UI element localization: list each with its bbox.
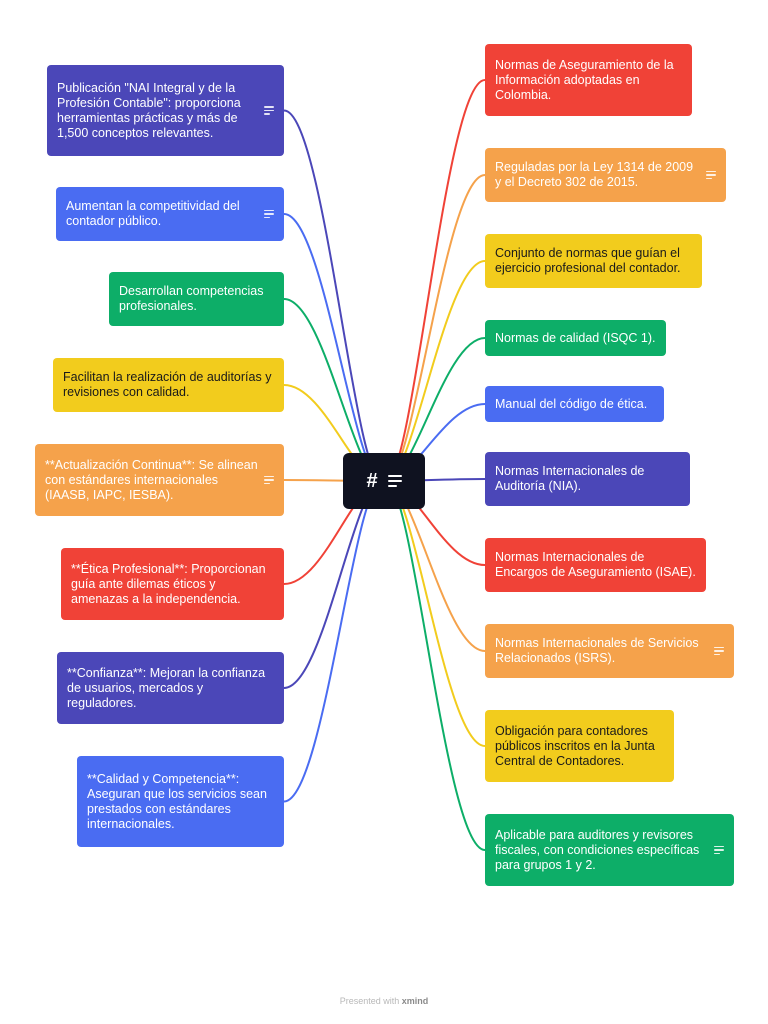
note-icon (714, 645, 724, 657)
right-connector-10 (385, 480, 486, 851)
footer: Presented with xmind (0, 996, 768, 1006)
left-topic-4[interactable]: Facilitan la realización de auditorías y… (53, 358, 284, 412)
topic-text: Obligación para contadores públicos insc… (495, 723, 655, 768)
topic-text: Conjunto de normas que guían el ejercici… (495, 246, 681, 275)
topic-text: **Ética Profesional**: Proporcionan guía… (71, 561, 266, 606)
right-connector-2 (385, 174, 486, 482)
note-icon (264, 474, 274, 486)
note-icon (264, 208, 274, 220)
left-topic-5[interactable]: **Actualización Continua**: Se alinean c… (35, 444, 284, 516)
topic-text: Normas de Aseguramiento de la Informació… (495, 57, 674, 102)
left-topic-3[interactable]: Desarrollan competencias profesionales. (109, 272, 284, 326)
note-icon (264, 104, 274, 116)
right-topic-9[interactable]: Obligación para contadores públicos insc… (485, 710, 674, 782)
topic-text: Aplicable para auditores y revisores fis… (495, 827, 700, 872)
left-topic-8[interactable]: **Calidad y Competencia**: Aseguran que … (77, 756, 284, 847)
left-topic-1[interactable]: Publicación "NAI Integral y de la Profes… (47, 65, 284, 156)
topic-text: Reguladas por la Ley 1314 de 2009 y el D… (495, 160, 694, 189)
topic-text: Desarrollan competencias profesionales. (119, 284, 264, 313)
note-icon (714, 844, 724, 856)
topic-text: Manual del código de ética. (495, 396, 648, 411)
right-connector-9 (385, 480, 486, 747)
topic-text: Normas Internacionales de Encargos de As… (495, 550, 696, 579)
right-topic-8[interactable]: Normas Internacionales de Servicios Rela… (485, 624, 734, 678)
left-topic-2[interactable]: Aumentan la competitividad del contador … (56, 187, 284, 241)
right-topic-7[interactable]: Normas Internacionales de Encargos de As… (485, 538, 706, 592)
left-topic-6[interactable]: **Ética Profesional**: Proporcionan guía… (61, 548, 284, 620)
topic-text: **Calidad y Competencia**: Aseguran que … (87, 771, 267, 831)
topic-text: **Confianza**: Mejoran la confianza de u… (67, 665, 266, 710)
topic-text: Normas Internacionales de Auditoría (NIA… (495, 464, 645, 493)
right-topic-5[interactable]: Manual del código de ética. (485, 386, 664, 422)
left-connector-2 (283, 213, 383, 482)
right-topic-6[interactable]: Normas Internacionales de Auditoría (NIA… (485, 452, 690, 506)
topic-text: Normas Internacionales de Servicios Rela… (495, 636, 699, 665)
footer-brand: xmind (401, 996, 429, 1006)
topic-text: Publicación "NAI Integral y de la Profes… (57, 80, 241, 140)
central-topic-label: # (366, 469, 378, 492)
topic-text: Normas de calidad (ISQC 1). (495, 330, 656, 345)
right-topic-2[interactable]: Reguladas por la Ley 1314 de 2009 y el D… (485, 148, 726, 202)
topic-text: Aumentan la competitividad del contador … (66, 199, 240, 228)
right-topic-1[interactable]: Normas de Aseguramiento de la Informació… (485, 44, 692, 116)
right-topic-3[interactable]: Conjunto de normas que guían el ejercici… (485, 234, 702, 288)
right-topic-10[interactable]: Aplicable para auditores y revisores fis… (485, 814, 734, 886)
note-icon (706, 169, 716, 181)
left-connector-7 (283, 480, 383, 689)
topic-text: **Actualización Continua**: Se alinean c… (45, 457, 258, 502)
topic-text: Facilitan la realización de auditorías y… (63, 370, 272, 399)
right-topic-4[interactable]: Normas de calidad (ISQC 1). (485, 320, 666, 356)
note-icon (387, 472, 402, 490)
left-connector-8 (283, 480, 383, 803)
central-topic[interactable]: # (343, 453, 425, 509)
right-connector-1 (385, 79, 486, 482)
left-topic-7[interactable]: **Confianza**: Mejoran la confianza de u… (57, 652, 284, 724)
footer-prefix: Presented with (339, 996, 400, 1006)
